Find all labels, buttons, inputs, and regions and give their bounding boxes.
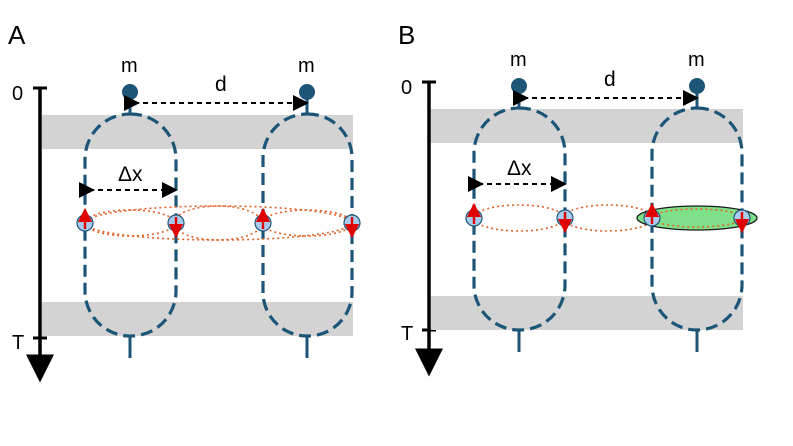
axis-end-label-a: T: [12, 332, 24, 354]
mass-label-right-a: m: [298, 55, 315, 77]
orbit-left-a: [84, 209, 176, 237]
axis-start-label-a: 0: [12, 83, 23, 105]
mass-label-left-a: m: [121, 55, 138, 77]
mass-label-right-b: m: [688, 49, 705, 71]
mass-right-b: [689, 78, 705, 94]
panel-a: A 0 T m m d Δx: [8, 20, 361, 383]
mass-right-a: [299, 84, 315, 100]
panel-b: B 0 T m m d Δx: [398, 20, 758, 377]
mass-left-b: [511, 78, 527, 94]
axis-start-label-b: 0: [401, 77, 412, 99]
distance-label-a: d: [215, 73, 227, 96]
orbit-outer-a: [84, 205, 352, 241]
distance-label-b: d: [604, 68, 616, 91]
mass-left-a: [122, 84, 138, 100]
mass-label-left-b: m: [510, 49, 527, 71]
axis-end-label-b: T: [401, 323, 413, 345]
orbit-right-a: [261, 209, 353, 237]
separation-label-a: Δx: [118, 163, 143, 186]
panel-label-a: A: [8, 20, 26, 50]
orbit-inner-a: [173, 205, 263, 241]
separation-label-b: Δx: [507, 157, 532, 180]
panel-label-b: B: [398, 20, 415, 50]
orbit-left-b: [473, 204, 565, 232]
